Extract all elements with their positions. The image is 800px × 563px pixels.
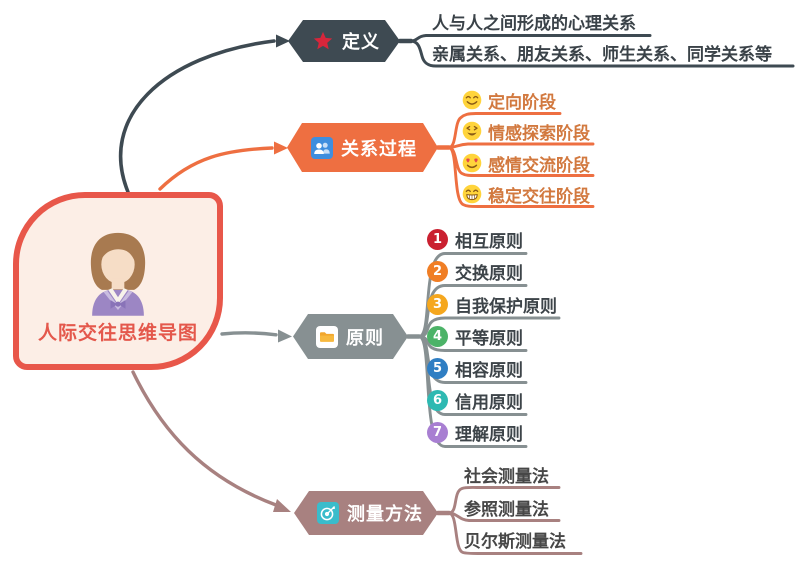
topic-text: 贝尔斯测量法	[464, 531, 566, 552]
branch-definition-connector	[118, 34, 795, 194]
topic-measurement-2[interactable]: 参照测量法	[464, 497, 549, 520]
topic-text: 理解原则	[455, 424, 523, 445]
branch-label: 测量方法	[347, 504, 423, 525]
number-badge: 1	[427, 228, 448, 250]
topic-text: 信用原则	[455, 392, 523, 413]
laugh-emoji-icon	[462, 121, 482, 141]
branch-label: 原则	[346, 327, 384, 349]
central-topic[interactable]: 人际交往思维导图	[13, 192, 223, 370]
topic-measurement-3[interactable]: 贝尔斯测量法	[464, 529, 566, 552]
topic-principle-1[interactable]: 1 相互原则	[427, 228, 523, 252]
users-icon	[311, 137, 333, 159]
topic-principle-2[interactable]: 2 交换原则	[427, 260, 523, 284]
branch-process-connector	[158, 112, 595, 208]
topic-principle-6[interactable]: 6 信用原则	[427, 389, 523, 413]
branch-node-principles[interactable]: 原则	[293, 314, 408, 359]
number-badge: 4	[427, 325, 448, 347]
topic-process-4[interactable]: 稳定交往阶段	[462, 184, 590, 207]
topic-process-1[interactable]: 定向阶段	[462, 90, 556, 113]
topic-process-2[interactable]: 情感探索阶段	[462, 121, 590, 144]
smile-emoji-icon	[462, 90, 482, 110]
branch-label: 定义	[342, 32, 380, 53]
topic-principle-3[interactable]: 3 自我保护原则	[427, 293, 557, 317]
woman-avatar	[90, 232, 146, 316]
topic-text: 亲属关系、朋友关系、师生关系、同学关系等	[432, 44, 772, 65]
topic-definition-1[interactable]: 人与人之间形成的心理关系	[432, 11, 636, 34]
topic-principle-4[interactable]: 4 平等原则	[427, 325, 523, 349]
branch-node-definition[interactable]: 定义	[288, 20, 400, 62]
topic-text: 社会测量法	[464, 466, 549, 487]
topic-text: 定向阶段	[488, 92, 556, 113]
star-icon	[312, 30, 334, 52]
topic-text: 感情交流阶段	[488, 155, 590, 176]
branch-node-relationship-process[interactable]: 关系过程	[287, 123, 438, 172]
topic-text: 平等原则	[455, 328, 523, 349]
topic-text: 自我保护原则	[455, 296, 557, 317]
number-badge: 5	[427, 357, 448, 379]
topic-text: 情感探索阶段	[488, 123, 590, 144]
topic-text: 相互原则	[455, 231, 523, 252]
branch-measurement-connector	[131, 370, 583, 555]
topic-principle-7[interactable]: 7 理解原则	[427, 421, 523, 445]
branch-label: 关系过程	[341, 138, 417, 160]
topic-text: 交换原则	[455, 263, 523, 284]
folder-icon	[316, 326, 338, 348]
number-badge: 3	[427, 293, 448, 315]
number-badge: 7	[427, 421, 448, 443]
grin-emoji-icon	[462, 184, 482, 204]
topic-text: 人与人之间形成的心理关系	[432, 13, 636, 34]
topic-principle-5[interactable]: 5 相容原则	[427, 357, 523, 381]
number-badge: 2	[427, 260, 448, 282]
topic-measurement-1[interactable]: 社会测量法	[464, 464, 549, 487]
topic-definition-2[interactable]: 亲属关系、朋友关系、师生关系、同学关系等	[432, 42, 772, 65]
topic-process-3[interactable]: 感情交流阶段	[462, 153, 590, 176]
topic-text: 参照测量法	[464, 499, 549, 520]
branch-node-measurement-methods[interactable]: 测量方法	[294, 491, 438, 535]
topic-text: 相容原则	[455, 360, 523, 381]
central-topic-title: 人际交往思维导图	[37, 322, 198, 344]
heart-eyes-emoji-icon	[462, 153, 482, 173]
number-badge: 6	[427, 389, 448, 411]
target-icon	[317, 502, 339, 524]
topic-text: 稳定交往阶段	[488, 186, 590, 207]
